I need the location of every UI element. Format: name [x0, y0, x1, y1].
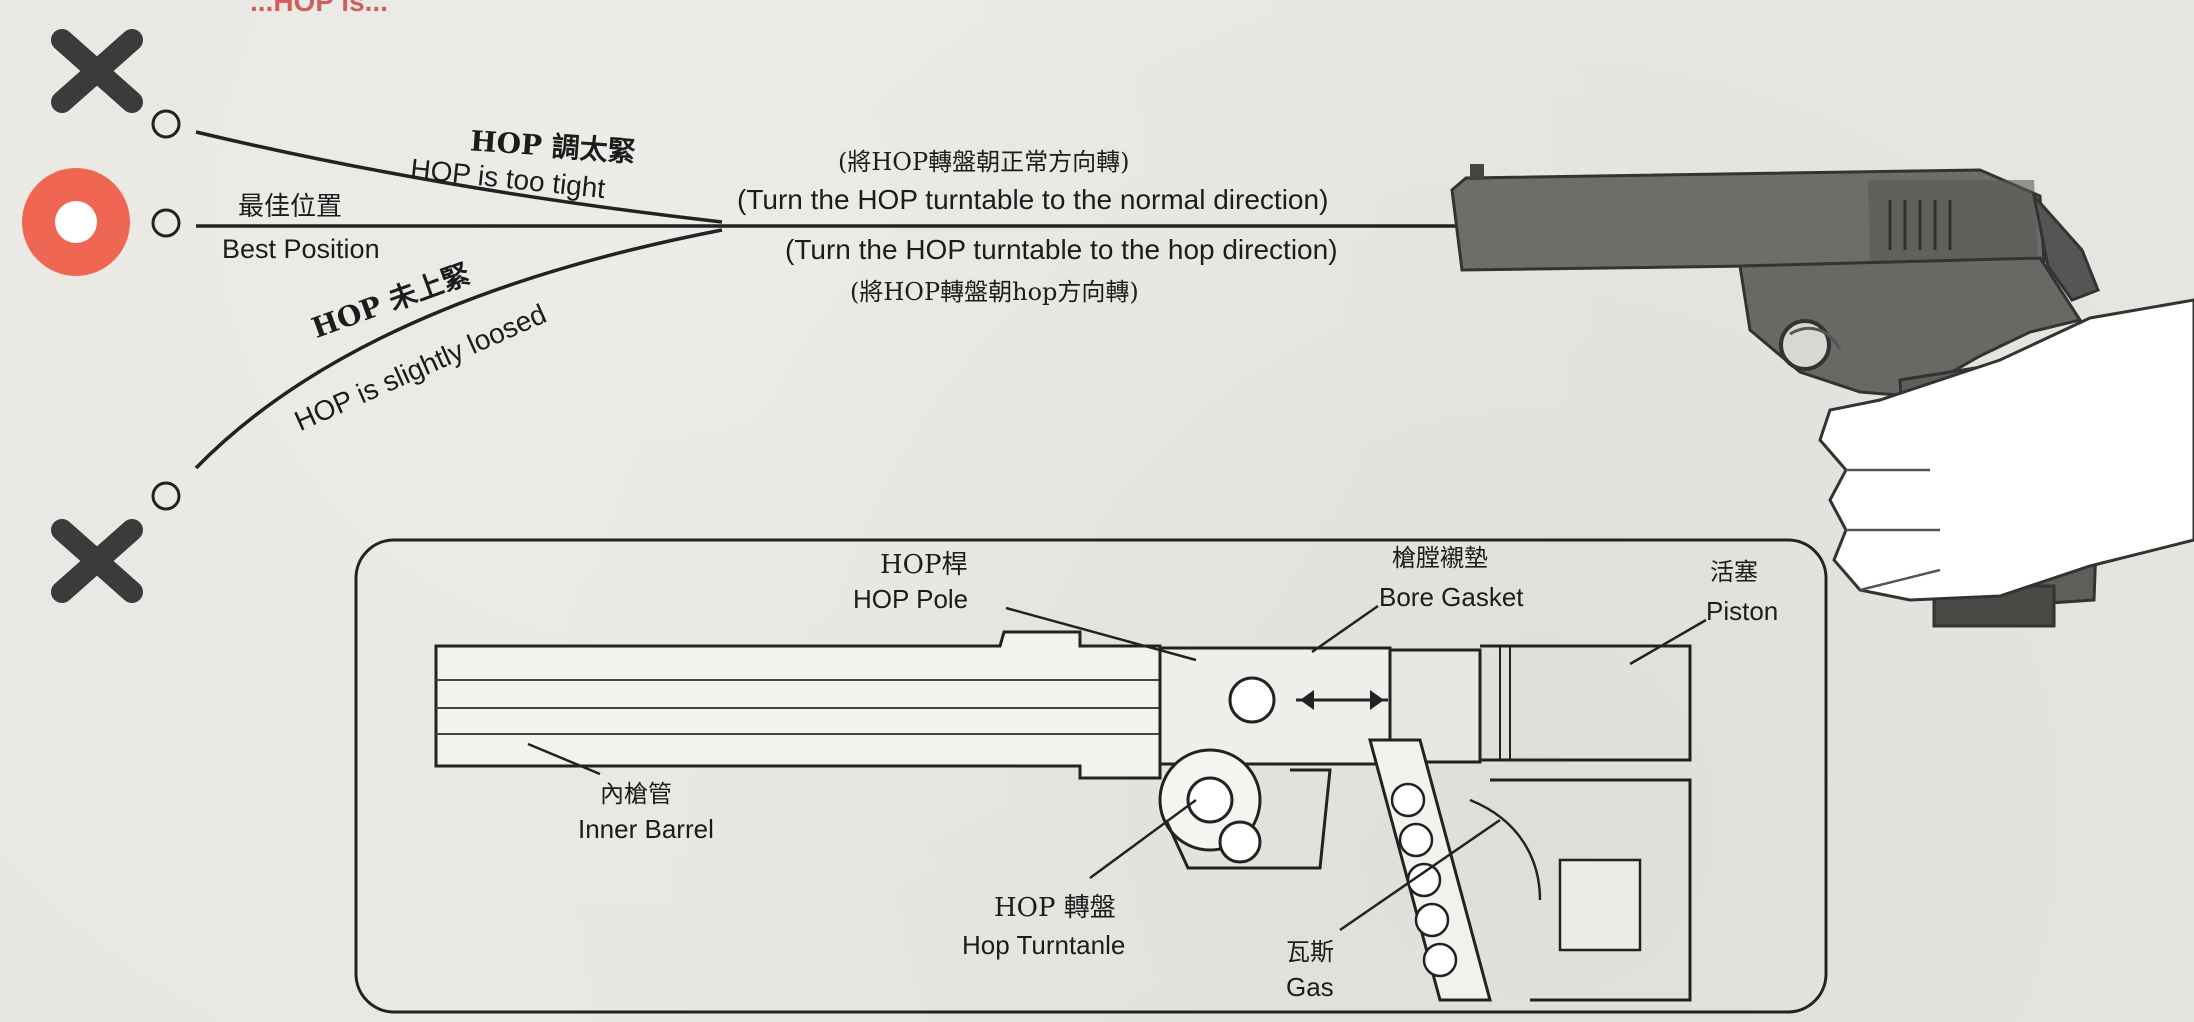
impact-circle-middle: [151, 208, 181, 238]
label-bore-gasket-cn: 槍膛襯墊: [1392, 544, 1488, 572]
label-piston-cn: 活塞: [1710, 558, 1758, 586]
leader-hop-turntable: [1089, 798, 1197, 880]
label-hop-pole-cn: HOP桿: [880, 550, 968, 580]
label-piston-en: Piston: [1706, 596, 1779, 626]
leader-bore-gasket: [1311, 604, 1379, 654]
cropped-header-text: ...HOP is...: [250, 0, 388, 17]
instruction-hop-en: (Turn the HOP turntable to the hop direc…: [785, 234, 1338, 265]
label-best-cn: 最佳位置: [238, 192, 343, 222]
impact-circle-top: [151, 109, 181, 139]
label-inner-barrel-cn: 內槍管: [600, 780, 672, 808]
label-hop-turntable-cn: HOP 轉盤: [994, 893, 1116, 923]
label-best-en: Best Position: [222, 234, 380, 264]
instruction-normal-en: (Turn the HOP turntable to the normal di…: [737, 184, 1329, 215]
label-inner-barrel-en: Inner Barrel: [578, 814, 714, 844]
instruction-normal-cn: (將HOP轉盤朝正常方向轉): [838, 148, 1130, 176]
label-gas-en: Gas: [1286, 972, 1334, 1002]
x-mark-icon: [51, 29, 143, 113]
leader-gas: [1339, 818, 1501, 932]
x-mark-icon: [51, 519, 143, 603]
label-gas-cn: 瓦斯: [1286, 938, 1334, 966]
impact-circle-bottom: [151, 481, 181, 511]
pistol-in-hand-illustration: [1450, 164, 2194, 628]
leader-inner-barrel: [527, 742, 601, 776]
bullseye-icon: [22, 168, 130, 276]
cutaway-mechanism: [434, 630, 1692, 1002]
label-hop-turntable-en: Hop Turntanle: [962, 930, 1126, 960]
cutaway-panel-frame: [354, 538, 1828, 1014]
instruction-hop-cn: (將HOP轉盤朝hop方向轉): [850, 278, 1139, 306]
label-bore-gasket-en: Bore Gasket: [1379, 582, 1524, 612]
label-hop-pole-en: HOP Pole: [853, 584, 969, 614]
leader-hop-pole: [1005, 606, 1197, 662]
leader-piston: [1629, 618, 1707, 666]
trajectory-slightly-loosed: [194, 228, 723, 470]
trajectory-too-tight: [195, 130, 723, 224]
